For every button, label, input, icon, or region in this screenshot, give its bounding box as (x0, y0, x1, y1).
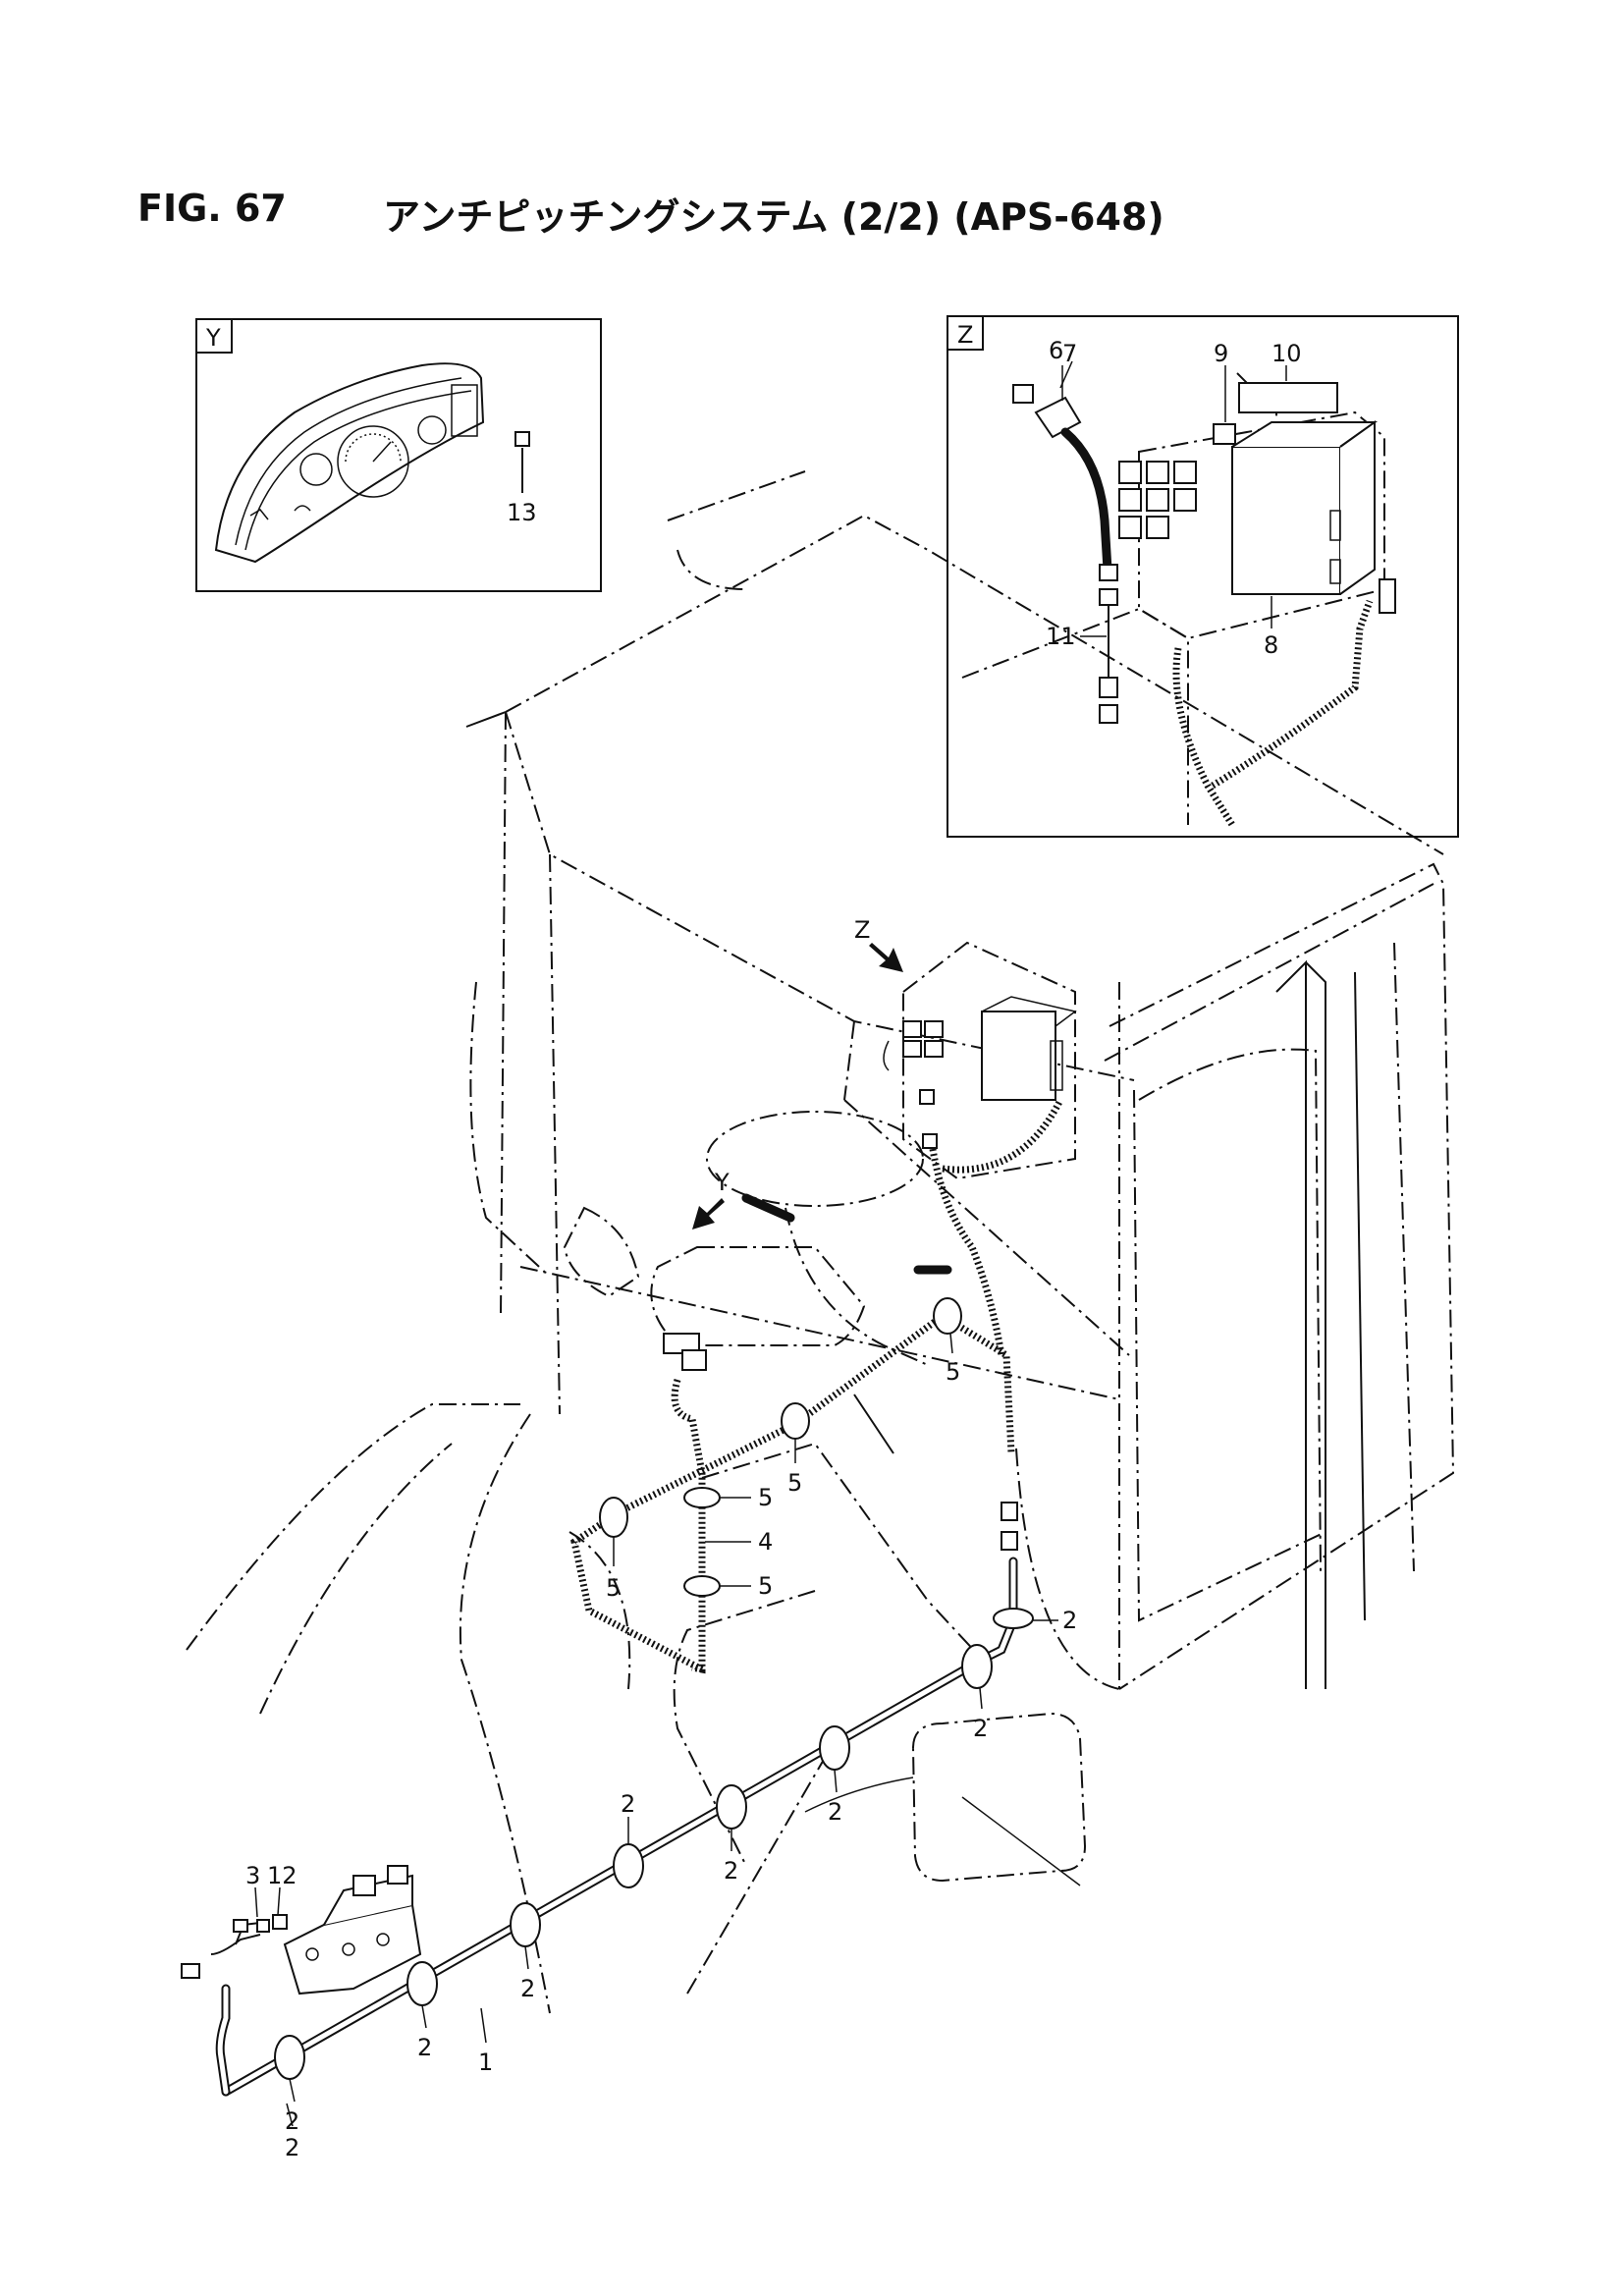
detail-view-y-tag: Y (205, 324, 221, 352)
callout-9: 9 (1214, 340, 1228, 367)
callout-7: 7 (1062, 340, 1077, 367)
part-8-controller (1231, 446, 1341, 595)
callout-8: 8 (1264, 631, 1278, 659)
part-9-bolt (1213, 423, 1236, 445)
detail-view-y-tag-box (195, 318, 233, 354)
detail-view-y: Y 13 (195, 318, 602, 592)
detail-view-z: Z (947, 315, 1459, 838)
valve-block (181, 1865, 422, 1995)
hydraulic-line-1 (215, 1557, 1018, 2097)
callout-2-f: 2 (828, 1798, 842, 1826)
cab-outline (465, 470, 1455, 1690)
part-6-switch (1034, 396, 1082, 439)
callout-5-right: 5 (946, 1358, 960, 1386)
callout-13: 13 (507, 499, 537, 526)
callout-5-center: 5 (787, 1469, 802, 1497)
wiring-harness-4 (570, 1311, 1018, 1674)
callout-2-c: 2 (520, 1975, 535, 2002)
callout-5-lower-clamp: 5 (758, 1572, 773, 1600)
view-arrow-y: Y (692, 1169, 730, 1230)
figure-title: アンチピッチングシステム (2/2) (APS-648) (383, 195, 1164, 239)
instrument-cluster-drawing (214, 362, 530, 564)
callout-1: 1 (478, 2049, 493, 2076)
callout-5-left: 5 (606, 1574, 621, 1602)
relay-block (1118, 461, 1197, 539)
callout-2-g: 2 (973, 1715, 988, 1742)
clips-2 (274, 1608, 1034, 2080)
callout-2-h: 2 (1062, 1607, 1077, 1634)
callout-2-i: 2 (285, 2134, 299, 2161)
callout-11: 11 (1046, 623, 1076, 650)
cab-control-box (883, 941, 1077, 1356)
steering-dash (563, 1111, 952, 1454)
clamps-5 (599, 1297, 962, 1597)
part-13-sticker (514, 431, 530, 447)
callout-12: 12 (267, 1862, 298, 1889)
svg-text:Z: Z (854, 916, 870, 944)
detail-view-z-frame (947, 315, 1459, 838)
svg-text:Y: Y (714, 1169, 730, 1196)
figure-number: FIG. 67 (137, 187, 287, 230)
part-7-tag (1012, 384, 1034, 404)
detail-view-z-tag-box (947, 315, 984, 351)
callout-10: 10 (1271, 340, 1302, 367)
control-box-drawing (961, 372, 1396, 827)
detail-view-z-tag: Z (957, 321, 973, 349)
callout-2-a: 2 (285, 2107, 299, 2135)
body-lines (186, 1403, 1081, 2014)
part-10-label (1238, 382, 1338, 413)
tank (911, 1712, 1087, 1883)
callout-2-b: 2 (417, 2034, 432, 2061)
callout-2-d: 2 (621, 1790, 635, 1818)
callout-4: 4 (758, 1528, 773, 1556)
detail-view-y-frame (195, 318, 602, 592)
view-arrow-z: Z (854, 916, 903, 972)
callout-6: 6 (1049, 337, 1063, 364)
callout-3: 3 (245, 1862, 260, 1889)
callout-5-upper-clamp: 5 (758, 1484, 773, 1511)
callout-2-e: 2 (724, 1857, 738, 1885)
